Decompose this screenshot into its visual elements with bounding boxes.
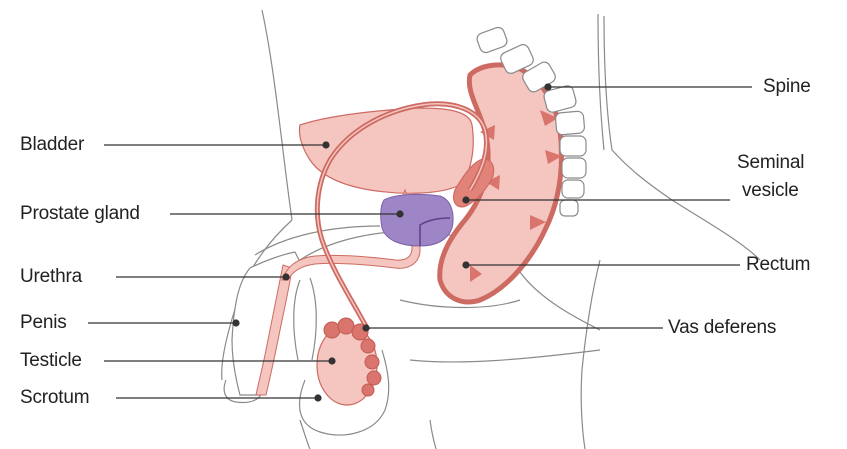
label-rectum: Rectum — [746, 254, 810, 275]
prostate-shape — [381, 194, 453, 246]
label-bladder: Bladder — [20, 134, 84, 155]
label-vas-deferens: Vas deferens — [668, 317, 776, 338]
label-prostate-gland: Prostate gland — [20, 203, 140, 224]
label-seminal-vesicle-line2: vesicle — [742, 180, 832, 201]
label-spine: Spine — [763, 76, 811, 97]
label-urethra: Urethra — [20, 266, 82, 287]
label-scrotum: Scrotum — [20, 387, 89, 408]
label-penis: Penis — [20, 312, 67, 333]
label-seminal-vesicle-line1: Seminal — [737, 152, 827, 173]
bladder-shape — [299, 108, 473, 193]
label-testicle: Testicle — [20, 350, 82, 371]
